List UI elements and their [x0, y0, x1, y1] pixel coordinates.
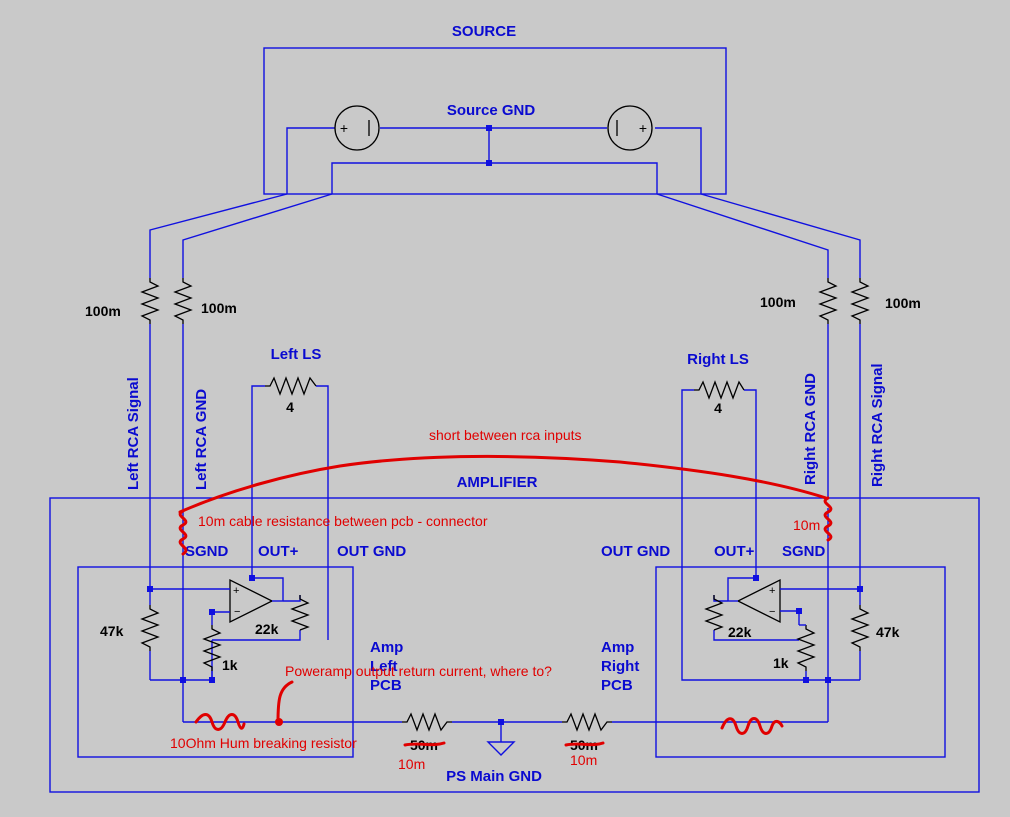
left-ls-resistor [265, 376, 317, 396]
source-block: SOURCE Source GND + + [263, 23, 727, 195]
label-left-ls: Left LS [271, 346, 322, 363]
svg-text:−: − [234, 606, 240, 618]
label-out-gnd-right: OUT GND [601, 543, 670, 560]
cables: 100m 100m 100m 100m Left RCA Signal Left… [85, 193, 921, 589]
value-r-left-sig: 100m [85, 303, 121, 319]
left-source-icon [334, 105, 380, 151]
hum-resistor-squiggle [194, 713, 246, 731]
value-r47k-right: 47k [876, 624, 900, 640]
value-r-left-gnd: 100m [201, 300, 237, 316]
r-left-signal-cable [140, 278, 160, 324]
label-amp-left-2: Left [370, 658, 398, 675]
label-out-plus-left: OUT+ [258, 543, 299, 560]
label-sgnd-right: SGND [782, 543, 826, 560]
strike-left [403, 741, 446, 747]
right-source-icon [607, 105, 653, 151]
annotation-cable: 10m cable resistance between pcb - conne… [198, 513, 488, 529]
short-wire-annotation [178, 454, 828, 514]
r-right-gnd-cable [818, 278, 838, 324]
label-amp-right-2: Right [601, 658, 639, 675]
value-r47k-left: 47k [100, 623, 124, 639]
value-right-ls: 4 [714, 400, 722, 416]
r-1k-right [796, 625, 816, 671]
r-22k-right [704, 595, 724, 631]
svg-text:+: + [340, 120, 348, 136]
value-r22k-right: 22k [728, 624, 752, 640]
annotation-ten-m-right: 10m [570, 752, 597, 768]
value-r1k-right: 1k [773, 655, 789, 671]
label-amp-left-1: Amp [370, 639, 403, 656]
ground-icon [486, 741, 516, 756]
annotation-cable-right: 10m [793, 517, 820, 533]
return-current-hook [276, 680, 294, 724]
label-out-plus-right: OUT+ [714, 543, 755, 560]
amplifier-title: AMPLIFIER [457, 474, 538, 491]
label-right-rca-signal: Right RCA Signal [869, 363, 886, 487]
r-right-signal-cable [850, 278, 870, 324]
label-left-rca-gnd: Left RCA GND [193, 389, 210, 490]
cable-coil-right [823, 496, 833, 542]
label-amp-right-1: Amp [601, 639, 634, 656]
value-r22k-left: 22k [255, 621, 279, 637]
cable-coil-left [178, 509, 188, 556]
label-sgnd-left: SGND [185, 543, 229, 560]
amplifier-block: AMPLIFIER SGND OUT+ OUT GND OUT GND OUT+… [49, 474, 980, 793]
label-right-rca-gnd: Right RCA GND [802, 373, 819, 485]
label-ps-main-gnd: PS Main GND [446, 768, 542, 785]
annotations: short between rca inputs 10m cable resis… [170, 427, 833, 772]
value-r-right-gnd: 100m [760, 294, 796, 310]
r-left-gnd-cable [173, 278, 193, 324]
label-out-gnd-left: OUT GND [337, 543, 406, 560]
annotation-hum: 10Ohm Hum breaking resistor [170, 735, 357, 751]
annotation-ten-m-left: 10m [398, 756, 425, 772]
value-r1k-left: 1k [222, 657, 238, 673]
strike-right [564, 741, 605, 747]
left-opamp-icon [229, 578, 274, 624]
source-gnd-label: Source GND [447, 102, 536, 119]
label-amp-left-3: PCB [370, 677, 402, 694]
r-gnd-left [402, 712, 452, 732]
annotation-return: Poweramp output return current, where to… [285, 663, 552, 679]
r-1k-left [202, 625, 222, 671]
label-right-ls: Right LS [687, 351, 749, 368]
source-title: SOURCE [452, 23, 516, 40]
value-left-ls: 4 [286, 399, 294, 415]
r-gnd-right [562, 712, 612, 732]
amp-right-pcb [655, 566, 946, 758]
r-22k-left [290, 595, 310, 631]
amp-left-pcb [77, 566, 354, 758]
label-left-rca-signal: Left RCA Signal [125, 377, 142, 490]
annotation-short: short between rca inputs [429, 427, 582, 443]
right-gnd-squiggle [720, 717, 784, 735]
r-47k-left [140, 605, 160, 651]
r-47k-right [850, 605, 870, 651]
right-ls-resistor [694, 380, 745, 400]
value-r-right-sig: 100m [885, 295, 921, 311]
loudspeakers: Left LS 4 Right LS 4 [251, 346, 757, 640]
svg-text:+: + [233, 585, 239, 597]
svg-text:+: + [769, 585, 775, 597]
label-amp-right-3: PCB [601, 677, 633, 694]
right-opamp-icon [736, 578, 781, 624]
svg-text:−: − [769, 606, 775, 618]
return-current-node [275, 718, 283, 726]
svg-text:+: + [639, 120, 647, 136]
